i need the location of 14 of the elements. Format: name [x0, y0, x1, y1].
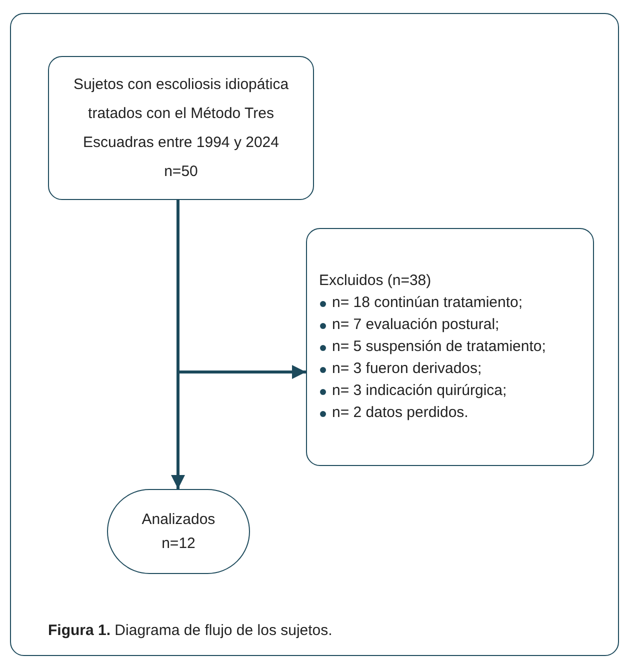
list-item: n= 7 evaluación postural;: [319, 314, 500, 336]
box-text: n=12: [162, 534, 196, 554]
list-item: n= 2 datos perdidos.: [319, 402, 468, 424]
process-box: [48, 56, 314, 200]
box-text: Analizados: [142, 510, 216, 530]
box-text: n=50: [164, 162, 198, 182]
arrow: [171, 200, 185, 489]
figure-caption: Figura 1. Diagrama de flujo de los sujetos.: [48, 622, 332, 639]
list-item: n= 18 continúan tratamiento;: [319, 292, 523, 314]
list-item: n= 3 indicación quirúrgica;: [319, 380, 507, 402]
box-heading: Excluidos (n=38): [319, 271, 432, 291]
list-item: n= 3 fueron derivados;: [319, 358, 482, 380]
list-item: n= 5 suspensión de tratamiento;: [319, 336, 546, 358]
process-box: [306, 228, 594, 466]
